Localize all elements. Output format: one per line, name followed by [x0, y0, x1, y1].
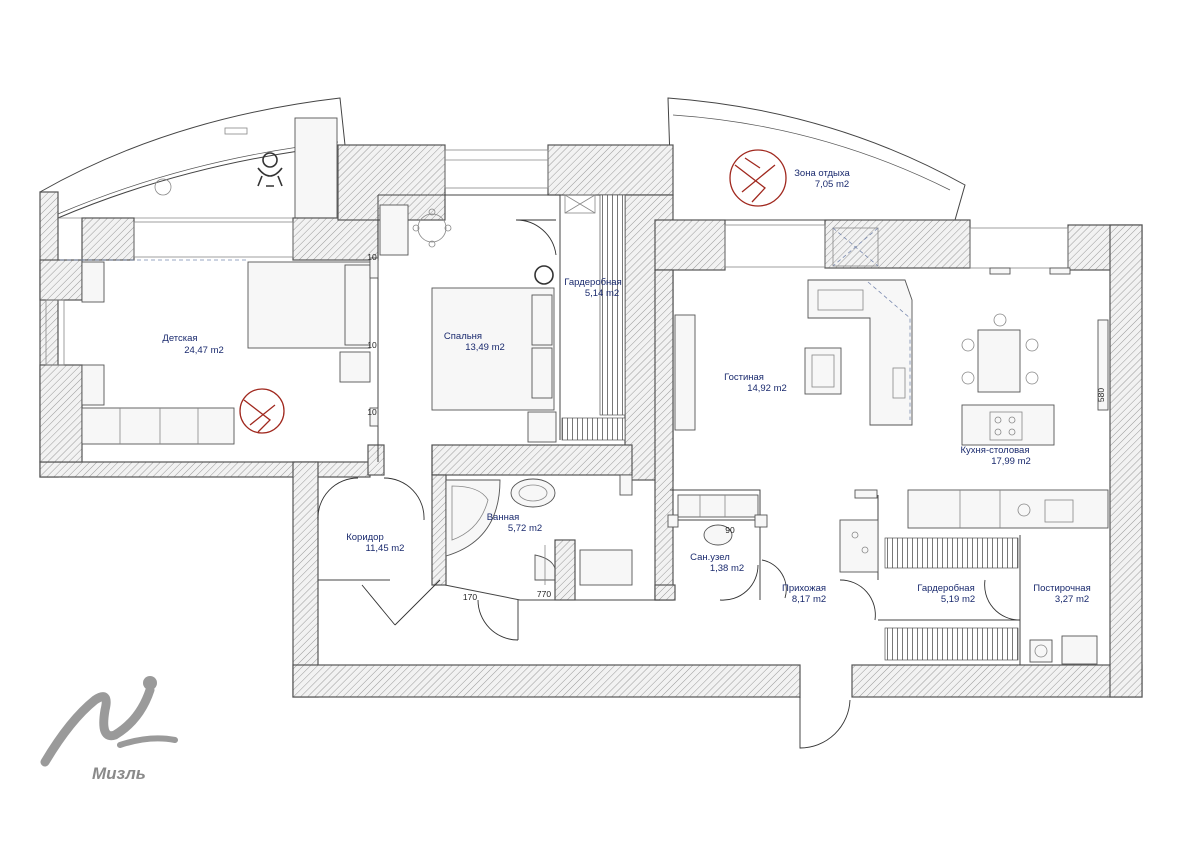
room-area: 5,72 m2 [508, 523, 542, 534]
room-area: 5,14 m2 [585, 288, 619, 299]
wardrobe-1-rack [561, 194, 626, 441]
room-name: Сан.узел [690, 552, 730, 563]
room-name: Спальня [444, 331, 482, 342]
room-area: 5,19 m2 [941, 594, 975, 605]
room-area: 8,17 m2 [792, 594, 826, 605]
dim-label: 90 [725, 525, 735, 535]
room-area: 7,05 m2 [815, 179, 849, 190]
room-name: Кухня-столовая [961, 445, 1030, 456]
walls [39, 144, 1143, 698]
bathroom-fixtures [445, 474, 633, 601]
room-area: 3,27 m2 [1055, 594, 1089, 605]
dim-label: 10 [367, 407, 377, 417]
dim-label: 580 [1096, 388, 1106, 402]
bedroom-furniture [369, 204, 557, 443]
room-name: Постирочная [1033, 583, 1091, 594]
lounge-armchair [729, 149, 787, 207]
room-name: Гардеробная [564, 277, 621, 288]
dimension-labels: 10 10 10 90 170 770 580 [367, 252, 1106, 602]
balcony-items [154, 152, 283, 196]
room-area: 14,92 m2 [747, 383, 787, 394]
living-furniture [674, 279, 913, 431]
room-area: 17,99 m2 [991, 456, 1031, 467]
room-name: Зона отдыха [794, 168, 850, 179]
room-name: Гардеробная [917, 583, 974, 594]
room-name: Детская [162, 333, 197, 344]
hall-furniture [799, 489, 1021, 749]
dim-label: 10 [367, 252, 377, 262]
left-balcony [39, 97, 346, 219]
room-area: 24,47 m2 [184, 345, 224, 356]
kids-room-furniture [60, 259, 371, 445]
corridor-doors [317, 477, 519, 641]
room-name: Прихожая [782, 583, 826, 594]
wc-fixtures [667, 494, 787, 601]
room-area: 11,45 m2 [366, 543, 405, 554]
room-name: Коридор [346, 532, 384, 543]
room-name: Гостиная [724, 372, 764, 383]
dim-label: 10 [367, 340, 377, 350]
windows [45, 149, 1069, 366]
room-area: 1,38 m2 [710, 563, 744, 574]
brand-logo: Мизль [40, 676, 178, 783]
logo-text: Мизль [92, 764, 146, 783]
laundry-fixtures [1029, 635, 1098, 665]
right-balcony [667, 97, 966, 221]
dim-label: 770 [537, 589, 551, 599]
kitchen-furniture [907, 267, 1109, 529]
room-area: 13,49 m2 [465, 342, 505, 353]
room-labels: Детская 24,47 m2 Спальня 13,49 m2 Гардер… [162, 168, 1090, 605]
logo-mark-icon [40, 685, 155, 767]
room-name: Ванная [487, 512, 520, 523]
dim-label: 170 [463, 592, 477, 602]
